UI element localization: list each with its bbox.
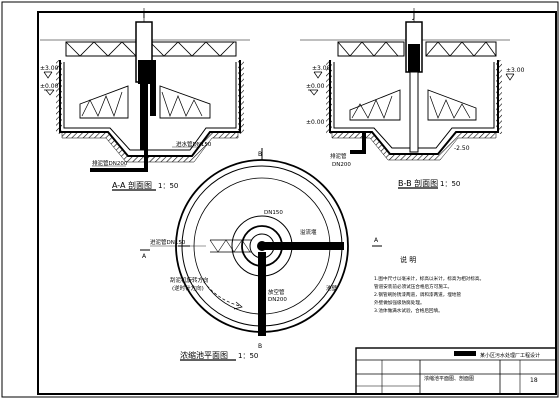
notes-heading: 说 明 xyxy=(400,255,416,264)
plan-label-drain-size: DN200 xyxy=(268,297,287,303)
aa-level-ground: ±0.00 xyxy=(40,83,59,90)
bb-level-ground: ±0.00 xyxy=(306,83,325,90)
section-bb: J ±3.00 ±0.00 ±3.00 -2.50 ±0.00 排泥管 DN20… xyxy=(300,8,525,189)
section-aa: I ±3.00 ±0.00 进水管DN150 排泥管DN200 A-A 剖面图 … xyxy=(40,8,250,191)
bb-title: B-B 剖面图 xyxy=(398,178,438,188)
tb-drawing: 浓缩池平面图、剖面图 xyxy=(424,375,474,382)
plan-scale: 1：50 xyxy=(238,352,258,360)
plan-mark-a-right: A xyxy=(374,237,379,244)
plan-mark-a-left: A xyxy=(142,253,147,260)
bb-level-left: ±3.00 xyxy=(312,65,331,72)
bb-pipe-label: 排泥管 xyxy=(330,152,347,160)
tb-number: 18 xyxy=(530,377,538,384)
bb-pipe-size: DN200 xyxy=(332,162,351,168)
bb-level-right: ±3.00 xyxy=(506,67,525,74)
notes-line-3: 2.钢管刷防锈漆两道，调和漆两道，埋地管 xyxy=(374,291,461,298)
notes-line-2: 管道安装前必须试压合格后方可施工。 xyxy=(374,283,452,290)
aa-pipe-label: 排泥管DN200 xyxy=(92,159,128,167)
aa-inlet-label: 进水管DN150 xyxy=(176,140,212,148)
plan-label-drain: 放空管 xyxy=(268,288,285,296)
inner-border xyxy=(37,11,557,395)
aa-title: A-A 剖面图 xyxy=(112,180,152,190)
bb-cut-label: J xyxy=(412,11,416,21)
notes-line-5: 3.池体做满水试验，合格后回填。 xyxy=(374,307,443,314)
tb-project: 某小区污水处理厂工程设计 xyxy=(480,352,540,359)
plan-label-wall: 池壁 xyxy=(326,284,338,292)
bb-level-bottom: -2.50 xyxy=(454,145,470,152)
plan-label-flow-1: 刮泥机旋转方向 xyxy=(170,276,209,284)
aa-scale: 1：50 xyxy=(158,182,178,190)
plan-label-weir: 溢流堰 xyxy=(300,228,317,236)
plan-label-inlet: 进泥管DN150 xyxy=(150,238,186,246)
plan-title: 浓缩池平面图 xyxy=(180,350,228,360)
notes-line-4: 外壁做加强级防腐处理。 xyxy=(374,299,425,306)
plan-label-flow-2: (逆时针方向) xyxy=(172,284,204,292)
plan-label-dia: DN150 xyxy=(264,210,283,216)
plan-mark-b-bottom: B xyxy=(258,343,262,350)
title-block: 某小区污水处理厂工程设计 浓缩池平面图、剖面图 18 xyxy=(355,347,557,395)
bb-level-minor: ±0.00 xyxy=(306,119,325,126)
bb-scale: 1：50 xyxy=(440,180,460,188)
notes-block: 说 明 1.图中尺寸以毫米计，标高以米计，标高为相对标高。 管道安装前必须试压合… xyxy=(374,255,484,314)
plan-view: B A A 进泥管DN150 溢流堰 刮泥机旋转方向 (逆时针方向) 放空管 D… xyxy=(140,148,382,361)
aa-level-top: ±3.00 xyxy=(40,65,59,72)
notes-line-1: 1.图中尺寸以毫米计，标高以米计，标高为相对标高。 xyxy=(374,275,484,282)
plan-mark-b-top: B xyxy=(258,151,262,158)
